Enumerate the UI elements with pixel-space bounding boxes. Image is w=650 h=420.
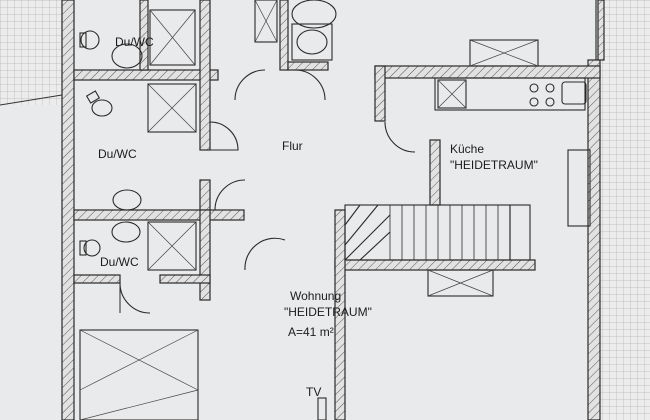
room-label-hall: Flur [282, 139, 303, 153]
room-label-apartment-area: A=41 m² [288, 325, 334, 339]
tv-stand [317, 397, 327, 420]
stairs [344, 204, 531, 261]
room-label-apartment-name: "HEIDETRAUM" [284, 305, 372, 319]
storage-unit [79, 329, 199, 420]
hall-fixtures [254, 0, 337, 61]
room-label-kitchen: Küche [450, 142, 484, 156]
room-label-kitchen-name: "HEIDETRAUM" [450, 158, 538, 172]
kitchen-fixtures [434, 39, 591, 227]
doors [119, 69, 416, 314]
window-box [427, 269, 494, 297]
room-label-apartment: Wohnung [290, 289, 341, 303]
bath-bottom-fixtures [79, 221, 197, 271]
room-label-bath-mid: Du/WC [98, 147, 137, 161]
tv-label: TV [306, 385, 321, 399]
room-label-bath-top: Du/WC [115, 35, 154, 49]
roof-right [595, 0, 650, 420]
roof-left [0, 0, 63, 106]
bath-mid-fixtures [85, 83, 197, 211]
bath-top-fixtures [79, 9, 196, 69]
room-label-bath-bottom: Du/WC [100, 255, 139, 269]
interior-walls [73, 0, 601, 420]
